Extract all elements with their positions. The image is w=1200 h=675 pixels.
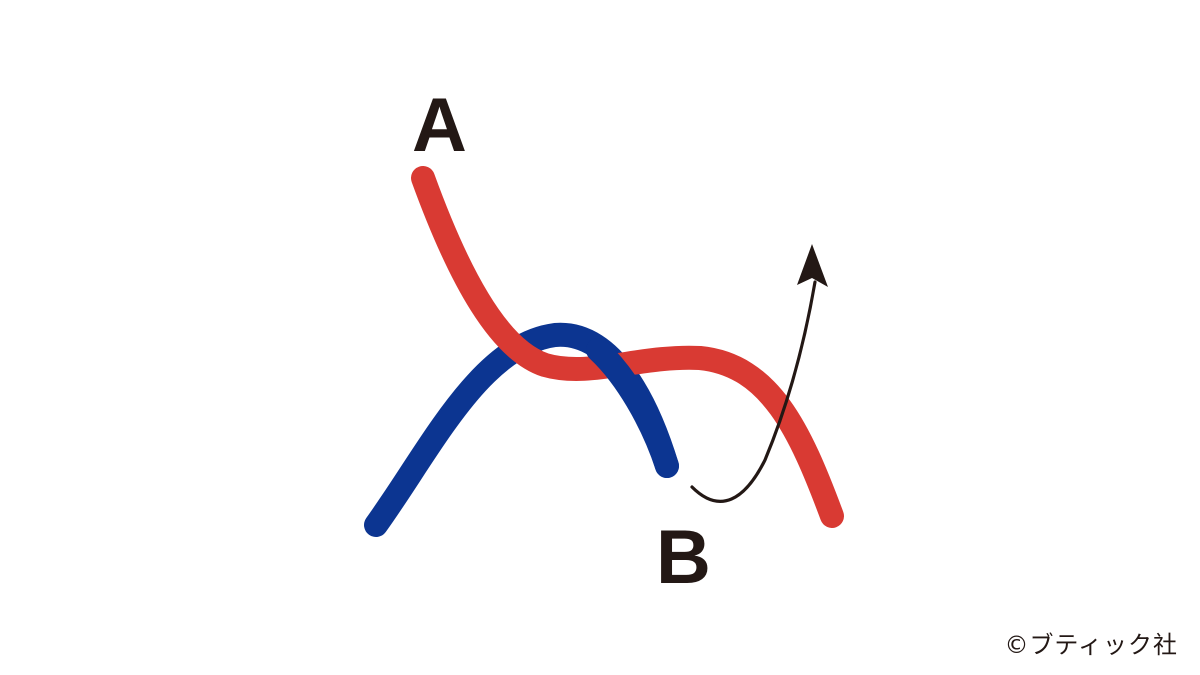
blue-cord-over-segment [586,338,679,478]
copyright-credit: ©ブティック社 [1004,633,1178,657]
arrow-head-icon [797,244,828,287]
direction-arrow [690,280,817,503]
copyright-icon: © [1004,631,1030,659]
cord-end-label-a: A [412,83,467,168]
publisher-name: ブティック社 [1029,631,1178,659]
cord-end-label-b: B [656,515,711,600]
red-cord [411,166,844,528]
